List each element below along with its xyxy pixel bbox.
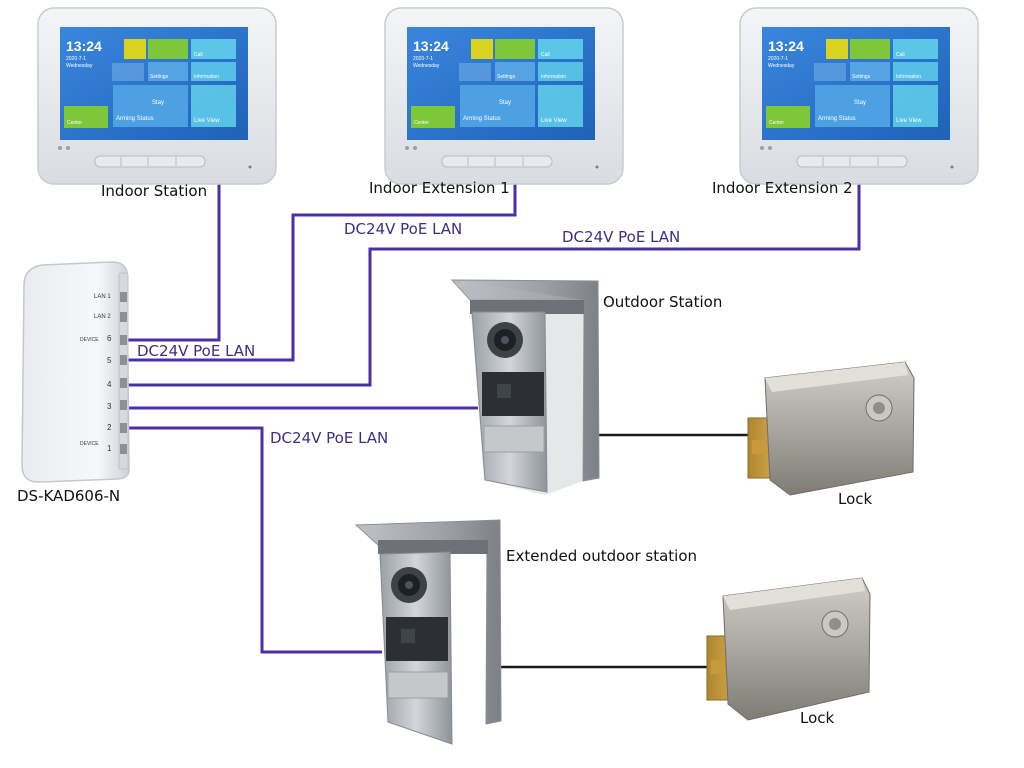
tile-center: Center — [414, 120, 430, 126]
port-device-top-label: DEVICE — [80, 337, 99, 343]
screen-time: 13:24 — [413, 38, 449, 54]
switch-icon — [21, 261, 130, 483]
port-3-label: 3 — [107, 402, 112, 411]
tile-call: Call — [896, 52, 905, 58]
tile-call: Call — [194, 52, 203, 58]
screen-day: Wednesday — [66, 63, 93, 69]
label-indoor-station: Indoor Station — [101, 182, 208, 200]
tile-arming-status: Arming Status — [116, 116, 154, 122]
label-outdoor-station: Outdoor Station — [603, 293, 723, 311]
cable-indoor-station — [126, 184, 221, 342]
cable-label-2: DC24V PoE LAN — [562, 228, 681, 246]
screen-day: Wednesday — [413, 63, 440, 69]
port-lan2-label: LAN 2 — [94, 314, 111, 320]
tile-information: Information — [896, 74, 922, 80]
indoor-monitor-icon — [384, 7, 624, 185]
outdoor-station-icon — [450, 279, 600, 495]
tile-information: Information — [194, 74, 220, 80]
outdoor-station-icon — [354, 519, 502, 745]
screen-date: 2020-7-1 — [768, 56, 789, 62]
screen-date: 2020-7-1 — [413, 56, 434, 62]
label-extended-outdoor-station: Extended outdoor station — [506, 547, 698, 565]
label-lock-1: Lock — [838, 490, 873, 508]
port-6-label: 6 — [107, 334, 112, 343]
indoor-monitor-icon — [739, 7, 979, 185]
label-indoor-extension-1: Indoor Extension 1 — [369, 179, 510, 197]
tile-live-view: Live View — [194, 118, 220, 124]
tile-live-view: Live View — [896, 118, 922, 124]
port-4-label: 4 — [107, 380, 112, 389]
cable-indoor-extension-2 — [126, 184, 861, 387]
tile-stay: Stay — [854, 100, 867, 106]
tile-settings: Settings — [497, 74, 516, 80]
tile-information: Information — [541, 74, 567, 80]
label-switch: DS-KAD606-N — [17, 487, 121, 505]
cable-label-4: DC24V PoE LAN — [270, 429, 389, 447]
tile-live-view: Live View — [541, 118, 567, 124]
indoor-monitor-icon — [37, 7, 277, 185]
screen-time: 13:24 — [66, 38, 102, 54]
cable-indoor-extension-1 — [126, 184, 517, 362]
screen-date: 2020-7-1 — [66, 56, 87, 62]
port-5-label: 5 — [107, 356, 112, 365]
label-lock-2: Lock — [800, 709, 835, 727]
tile-arming-status: Arming Status — [463, 116, 501, 122]
tile-settings: Settings — [150, 74, 169, 80]
cable-label-3: DC24V PoE LAN — [137, 342, 256, 360]
lock-icon — [747, 361, 915, 496]
tile-arming-status: Arming Status — [818, 116, 856, 122]
port-lan1-label: LAN 1 — [94, 294, 111, 300]
cable-label-1: DC24V PoE LAN — [344, 220, 463, 238]
screen-day: Wednesday — [768, 63, 795, 69]
lock-icon — [706, 577, 871, 721]
port-2-label: 2 — [107, 423, 112, 432]
label-indoor-extension-2: Indoor Extension 2 — [712, 179, 853, 197]
cable-extended-outdoor — [126, 426, 382, 654]
screen-time: 13:24 — [768, 38, 804, 54]
tile-center: Center — [67, 120, 83, 126]
port-device-bottom-label: DEVICE — [80, 441, 99, 447]
tile-center: Center — [769, 120, 785, 126]
port-1-label: 1 — [107, 444, 112, 453]
tile-call: Call — [541, 52, 550, 58]
tile-stay: Stay — [152, 100, 165, 106]
tile-settings: Settings — [852, 74, 871, 80]
tile-stay: Stay — [499, 100, 512, 106]
